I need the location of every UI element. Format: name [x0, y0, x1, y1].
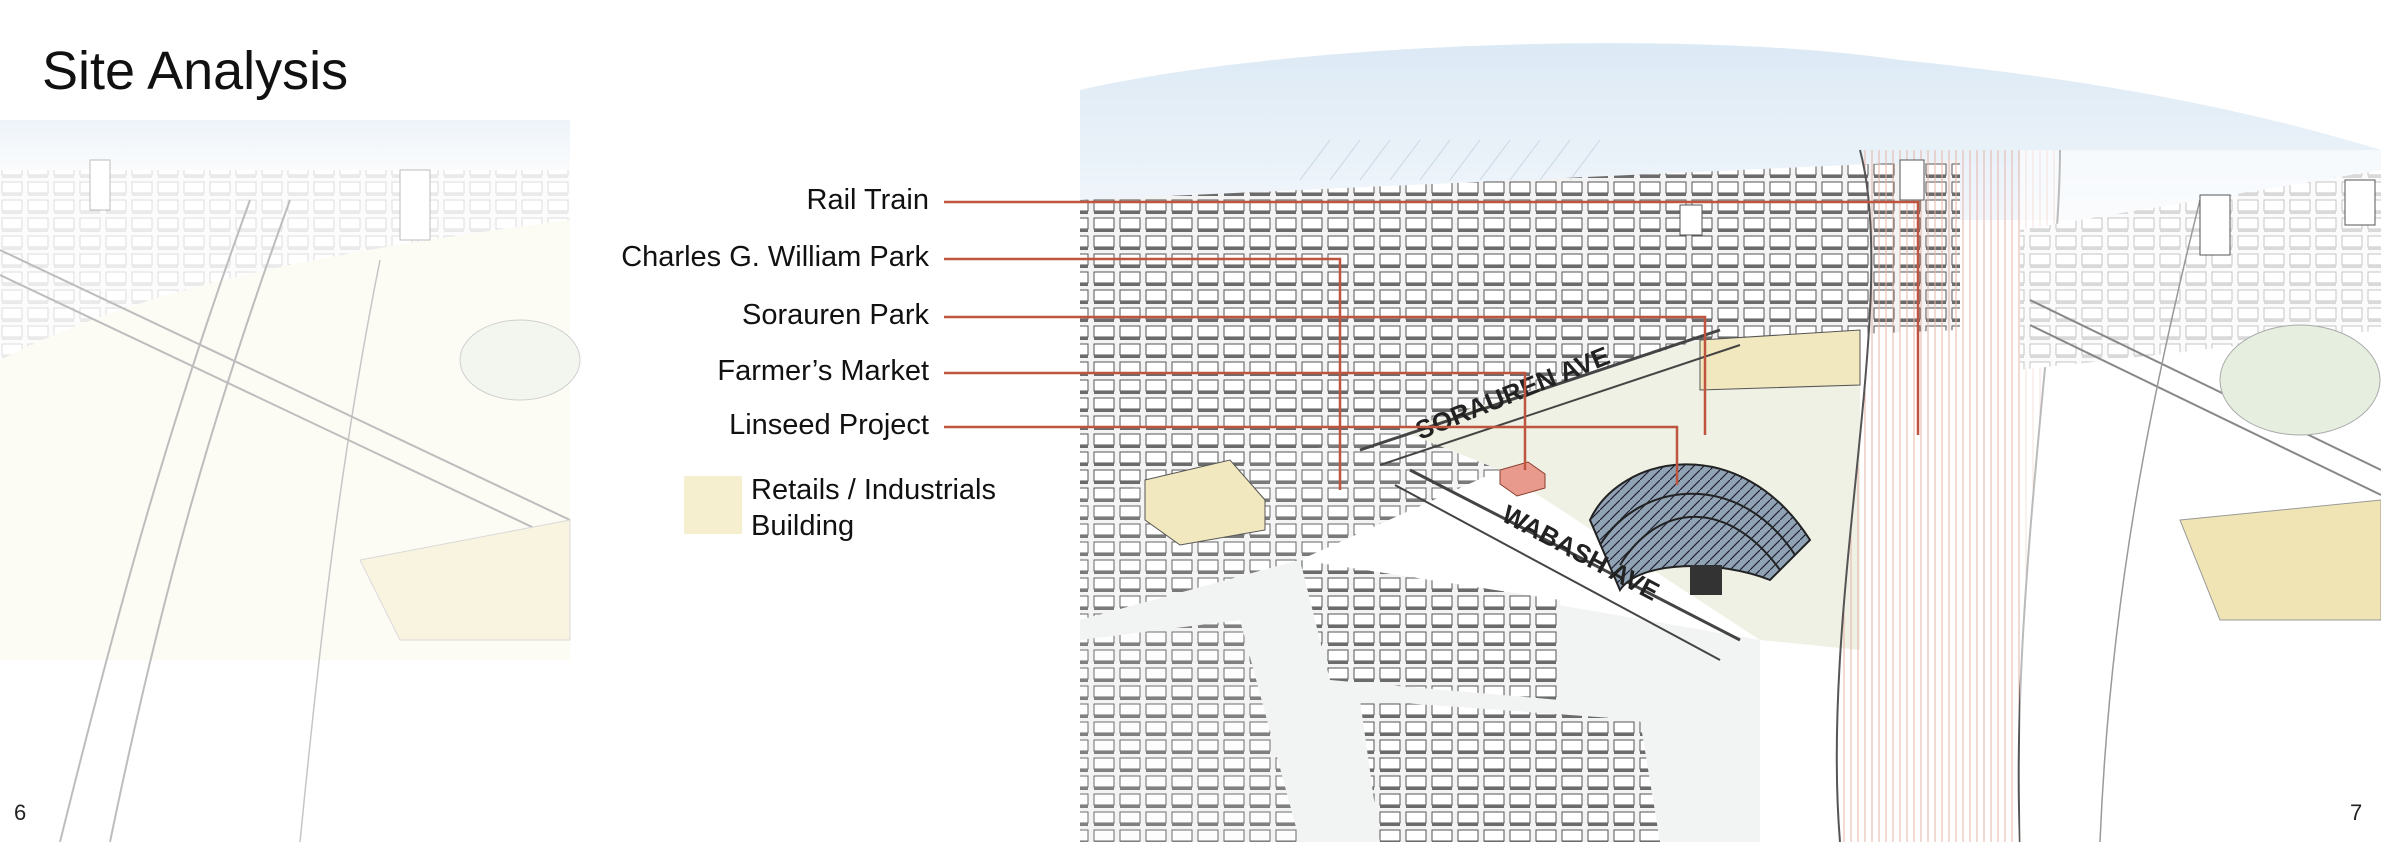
legend-label-line2: Building: [751, 510, 855, 542]
leader-farmers-market: [944, 371, 1527, 470]
callout-label-farmers-market: Farmer’s Market: [717, 355, 929, 387]
callout-leaders: [944, 200, 1920, 490]
leader-sorauren-park: [944, 315, 1707, 435]
leader-linseed-project: [944, 425, 1679, 485]
callout-label-linseed-project: Linseed Project: [729, 409, 929, 441]
left-faded-map: [0, 120, 581, 842]
page-number-right: 7: [2350, 800, 2363, 825]
leader-rail-train: [944, 200, 1920, 435]
callout-label-charles-park: Charles G. William Park: [621, 241, 929, 273]
callout-label-sorauren-park: Sorauren Park: [742, 299, 929, 331]
linseed-canopy: [1588, 463, 1812, 595]
legend-label-line1: Retails / Industrials: [751, 474, 996, 506]
main-map: [1080, 43, 2381, 842]
leader-charles-park: [944, 257, 1342, 490]
page-number-left: 6: [14, 800, 27, 825]
legend-swatch-retail: [684, 476, 742, 534]
callout-label-rail-train: Rail Train: [806, 184, 930, 216]
page-title: Site Analysis: [42, 41, 349, 101]
legend-label: Retails / Industrials Building: [751, 472, 996, 544]
